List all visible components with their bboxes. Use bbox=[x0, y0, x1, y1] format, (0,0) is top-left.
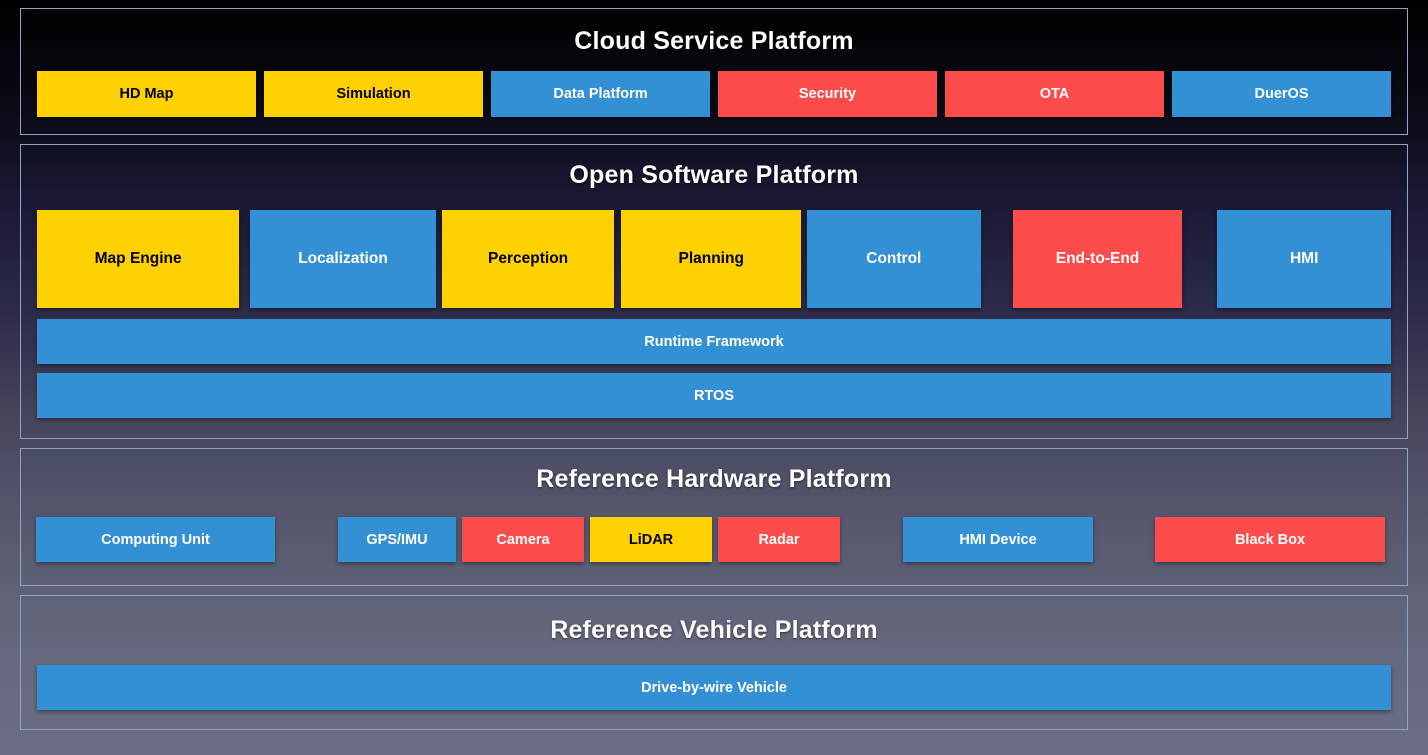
cloud-box-hd-map[interactable]: HD Map bbox=[37, 71, 256, 117]
cloud-box-dueros[interactable]: DuerOS bbox=[1172, 71, 1391, 117]
hw-box-gps-imu[interactable]: GPS/IMU bbox=[338, 517, 456, 562]
hw-box-black-box[interactable]: Black Box bbox=[1155, 517, 1385, 562]
hw-box-radar[interactable]: Radar bbox=[718, 517, 840, 562]
cloud-box-simulation[interactable]: Simulation bbox=[264, 71, 483, 117]
cloud-box-row: HD Map Simulation Data Platform Security… bbox=[21, 71, 1407, 117]
module-planning[interactable]: Planning bbox=[621, 210, 801, 308]
cloud-box-data-platform[interactable]: Data Platform bbox=[491, 71, 710, 117]
panel-title-cloud: Cloud Service Platform bbox=[574, 27, 854, 55]
vehicle-box-row: Drive-by-wire Vehicle bbox=[21, 665, 1407, 710]
panel-cloud-service-platform: Cloud Service Platform HD Map Simulation… bbox=[20, 8, 1408, 135]
vehicle-box-drive-by-wire[interactable]: Drive-by-wire Vehicle bbox=[37, 665, 1391, 710]
hw-box-computing-unit[interactable]: Computing Unit bbox=[36, 517, 275, 562]
module-perception[interactable]: Perception bbox=[441, 210, 615, 308]
cloud-box-security[interactable]: Security bbox=[718, 71, 937, 117]
hw-box-hmi-device[interactable]: HMI Device bbox=[903, 517, 1093, 562]
hw-box-camera[interactable]: Camera bbox=[462, 517, 584, 562]
module-end-to-end[interactable]: End-to-End bbox=[1012, 210, 1183, 308]
runtime-framework-row: Runtime Framework bbox=[21, 319, 1407, 364]
module-control[interactable]: Control bbox=[807, 210, 981, 308]
stack-bar-runtime-framework[interactable]: Runtime Framework bbox=[37, 319, 1391, 364]
cloud-box-ota[interactable]: OTA bbox=[945, 71, 1164, 117]
software-module-row: Map Engine Localization Perception Plann… bbox=[21, 210, 1407, 308]
rtos-row: RTOS bbox=[21, 373, 1407, 418]
panel-title-hardware: Reference Hardware Platform bbox=[536, 465, 892, 493]
panel-reference-vehicle-platform: Reference Vehicle Platform Drive-by-wire… bbox=[20, 595, 1408, 730]
stack-bar-rtos[interactable]: RTOS bbox=[37, 373, 1391, 418]
hardware-box-row: Computing Unit GPS/IMU Camera LiDAR Rada… bbox=[21, 517, 1407, 562]
module-hmi[interactable]: HMI bbox=[1217, 210, 1392, 308]
panel-title-vehicle: Reference Vehicle Platform bbox=[550, 616, 878, 644]
panel-reference-hardware-platform: Reference Hardware Platform Computing Un… bbox=[20, 448, 1408, 586]
hw-box-lidar[interactable]: LiDAR bbox=[590, 517, 712, 562]
module-localization[interactable]: Localization bbox=[250, 210, 436, 308]
panel-title-software: Open Software Platform bbox=[569, 161, 859, 189]
panel-open-software-platform: Open Software Platform Map Engine Locali… bbox=[20, 144, 1408, 439]
module-map-engine[interactable]: Map Engine bbox=[37, 210, 240, 308]
